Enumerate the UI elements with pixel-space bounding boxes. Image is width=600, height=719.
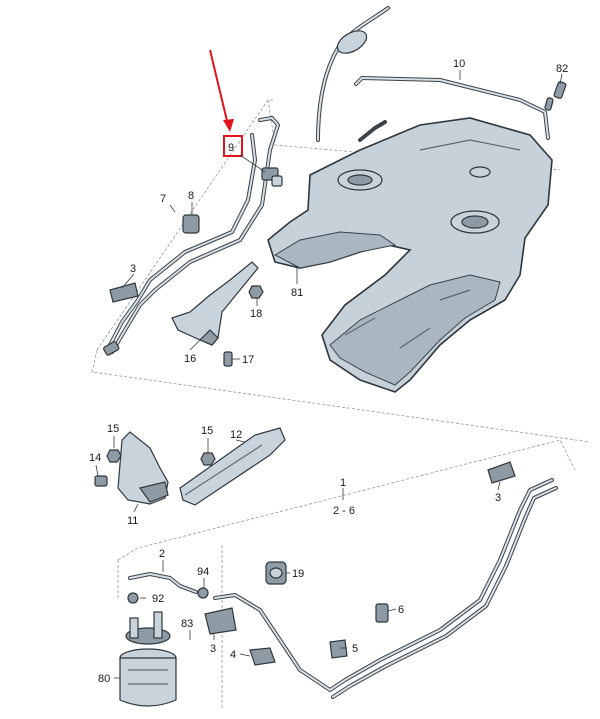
- clip-3-right: [487, 461, 516, 484]
- callout-12: 12: [230, 429, 242, 441]
- filler-neck: [316, 6, 390, 142]
- nut-15-left: [106, 449, 122, 463]
- leader-lines: [95, 70, 563, 679]
- callout-19: 19: [292, 568, 304, 580]
- bushing-19: [265, 561, 287, 585]
- callout-92: 92: [152, 593, 164, 605]
- callout-2-6: 2 - 6: [333, 505, 355, 517]
- callout-3-lower: 3: [210, 643, 216, 655]
- callout-82: 82: [556, 63, 568, 75]
- clip-3-upper: [109, 282, 139, 303]
- callout-16: 16: [184, 353, 196, 365]
- callout-3-right: 3: [495, 492, 501, 504]
- callout-1: 1: [340, 477, 346, 489]
- assembly-outline-lower: [117, 439, 576, 710]
- callout-10: 10: [453, 58, 465, 70]
- screw-14: [94, 475, 108, 487]
- clip-6: [375, 603, 389, 623]
- callout-15-right: 15: [201, 425, 213, 437]
- fuel-line-upper: [108, 116, 280, 354]
- callout-17: 17: [242, 354, 254, 366]
- highlight-arrow: [209, 49, 234, 132]
- bolt-17: [223, 351, 233, 367]
- callout-83: 83: [181, 618, 193, 630]
- callout-94: 94: [197, 566, 209, 578]
- callout-4: 4: [230, 649, 236, 661]
- fuel-line-lower: [213, 478, 558, 699]
- callout-9: 9: [228, 142, 234, 154]
- callout-5: 5: [352, 643, 358, 655]
- callout-8: 8: [188, 190, 194, 202]
- bracket-11: [117, 431, 169, 505]
- callout-11: 11: [127, 515, 138, 527]
- clip-4: [249, 647, 276, 666]
- fitting-82: [553, 81, 567, 99]
- callout-labels: 9 10 82 7 8 3 81 18 16 17 15 14 11 15 12…: [89, 58, 568, 685]
- line-ends-upper: [103, 341, 120, 356]
- fuel-filter-80: [119, 611, 177, 707]
- nut-18: [248, 285, 264, 299]
- heat-shield-16: [171, 261, 259, 346]
- nut-15-right: [200, 452, 216, 466]
- callout-7: 7: [160, 193, 166, 205]
- clamp-92: [127, 592, 139, 604]
- callout-80: 80: [98, 673, 110, 685]
- hose-2: [128, 572, 198, 594]
- callout-6: 6: [398, 604, 404, 616]
- clamp-94: [197, 587, 209, 599]
- clip-5: [329, 639, 348, 659]
- callout-14: 14: [89, 452, 101, 464]
- callout-15-left: 15: [107, 423, 119, 435]
- callout-2: 2: [159, 548, 165, 560]
- shield-12: [179, 427, 286, 506]
- callout-3-upper: 3: [130, 263, 136, 275]
- clip-3-lower: [204, 607, 237, 635]
- vent-line-10: [354, 76, 550, 142]
- grommet-8: [182, 214, 200, 234]
- fitting-near-82: [544, 97, 554, 111]
- fuel-tank: [267, 117, 553, 393]
- callout-81: 81: [291, 287, 303, 299]
- callout-18: 18: [250, 308, 262, 320]
- connector-9: [261, 167, 283, 187]
- highlight-box: [223, 135, 243, 157]
